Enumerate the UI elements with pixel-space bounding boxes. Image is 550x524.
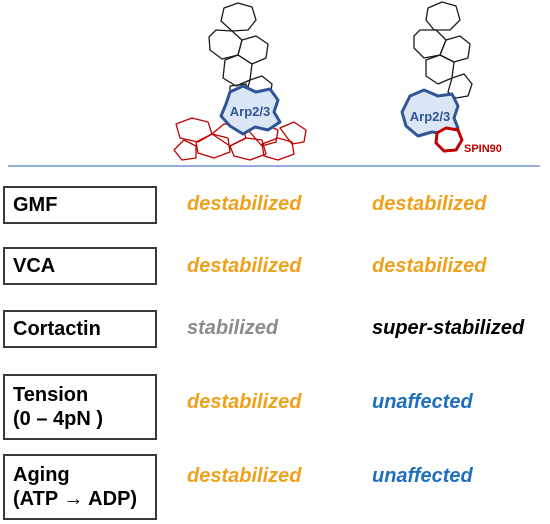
row-tension-left-status: destabilized [187, 391, 302, 413]
row-label-aging: Aging (ATP → ADP) [3, 454, 157, 520]
row-aging-right-status: unaffected [372, 465, 473, 487]
row-label-cortactin: Cortactin [3, 310, 157, 348]
left-branch-illustration: Arp2/3 [173, 2, 307, 161]
row-label-line: Cortactin [13, 318, 101, 340]
row-label-line: Tension [13, 384, 89, 406]
row-gmf-right-status: destabilized [372, 193, 487, 215]
row-label-gmf: GMF [3, 186, 157, 224]
row-label-line: GMF [13, 194, 58, 216]
row-label-line: (0 – 4pN ) [13, 408, 104, 430]
row-label-line: (ATP → ADP) [13, 488, 138, 510]
row-label-line: Aging [13, 464, 70, 486]
right-branch-illustration: Arp2/3 SPIN90 [400, 1, 502, 155]
spin90-shape [434, 126, 464, 153]
row-cortactin-left-status: stabilized [187, 317, 279, 339]
row-gmf-left-status: destabilized [187, 193, 302, 215]
row-cortactin-right-status: super-stabilized [372, 317, 525, 339]
right-arp23-label: Arp2/3 [410, 109, 450, 124]
row-tension-right-status: unaffected [372, 391, 473, 413]
row-aging-left-status: destabilized [187, 465, 302, 487]
row-label-vca: VCA [3, 247, 157, 285]
spin90-label: SPIN90 [464, 143, 502, 155]
row-vca-right-status: destabilized [372, 255, 487, 277]
row-vca-left-status: destabilized [187, 255, 302, 277]
right-daughter-filament [413, 1, 473, 99]
left-arp23-label: Arp2/3 [230, 104, 270, 119]
row-label-tension: Tension (0 – 4pN ) [3, 374, 157, 440]
right-arp23-complex [400, 88, 460, 138]
left-arp23-complex [219, 84, 282, 136]
branch-illustrations: Arp2/3 Arp2/3 SPIN90 [8, 1, 540, 167]
row-label-line: VCA [13, 255, 56, 277]
